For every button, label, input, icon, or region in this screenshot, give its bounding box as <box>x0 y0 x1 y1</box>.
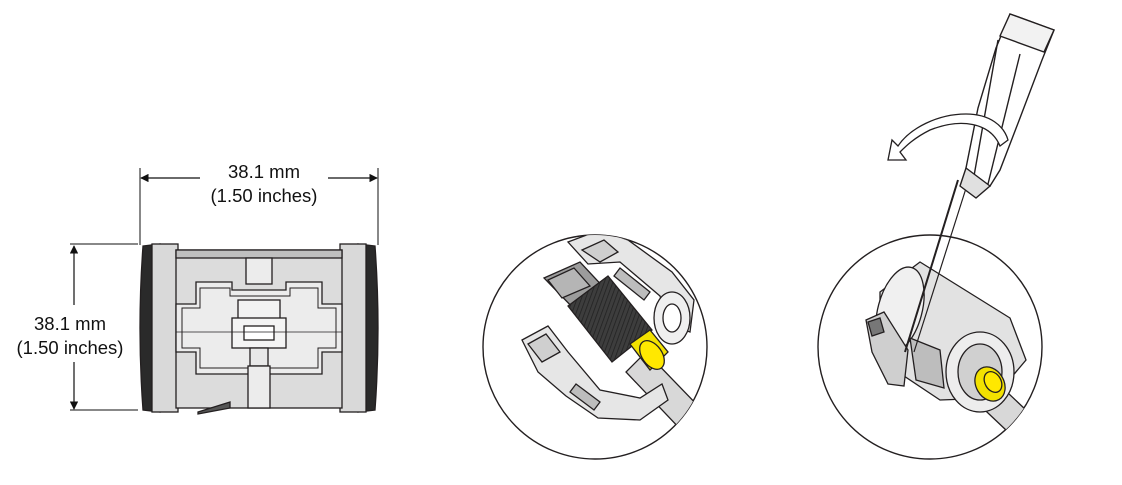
screwdriver-icon <box>959 13 1055 199</box>
ferrite-core-body <box>139 243 379 415</box>
width-inches-label: (1.50 inches) <box>211 185 318 206</box>
width-mm-label: 38.1 mm <box>228 161 300 182</box>
screwdriver-shaft <box>904 179 959 353</box>
ferrite-core-closed-detail <box>817 179 1043 460</box>
height-mm-label: 38.1 mm <box>34 313 106 334</box>
ferrite-core-front-view: 38.1 mm (1.50 inches) 38.1 mm (1.50 inch… <box>17 161 379 415</box>
ferrite-core-open-detail <box>482 234 708 460</box>
height-inches-label: (1.50 inches) <box>17 337 124 358</box>
curved-arrow-icon <box>887 113 1009 161</box>
